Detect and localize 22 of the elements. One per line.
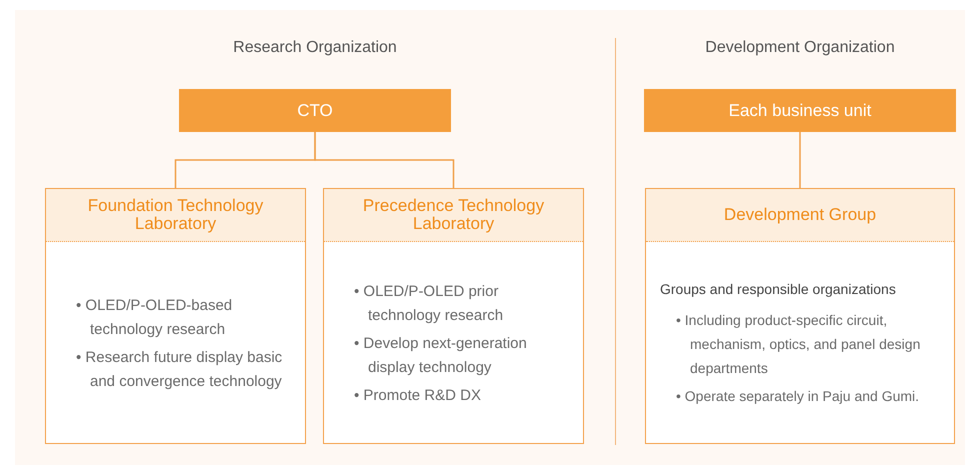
card-title: Foundation Technology Laboratory	[86, 197, 264, 233]
bullet-text: • Research future display basic and convergence technology	[76, 348, 284, 392]
bullet-text: • OLED/P-OLED prior technology research	[354, 282, 504, 326]
section-title: Development Organization	[705, 38, 895, 58]
department-card	[45, 188, 306, 444]
title-box	[179, 89, 451, 132]
card-title: Development Group	[724, 206, 876, 224]
bullet-text: • OLED/P-OLED-based technology research	[76, 296, 234, 340]
bullet-text: • Develop next-generation display technology	[354, 334, 528, 378]
box-title: Each business unit	[728, 100, 872, 122]
title-box	[644, 89, 956, 132]
bullet-text: • Operate separately in Paju and Gumi.	[676, 387, 920, 406]
bullet-text: • Promote R&D DX	[354, 386, 482, 406]
card-title: Precedence Technology Laboratory	[362, 197, 546, 233]
bullet-text: • Including product-specific circuit, mechanism, optics, and panel design departments	[676, 311, 922, 378]
subheading: Groups and responsible organizations	[660, 281, 896, 297]
box-title: CTO	[297, 100, 333, 122]
department-card	[645, 188, 955, 444]
department-card	[323, 188, 584, 444]
connector-line	[314, 132, 454, 188]
section-title: Research Organization	[233, 38, 397, 58]
connector-line	[799, 132, 801, 188]
